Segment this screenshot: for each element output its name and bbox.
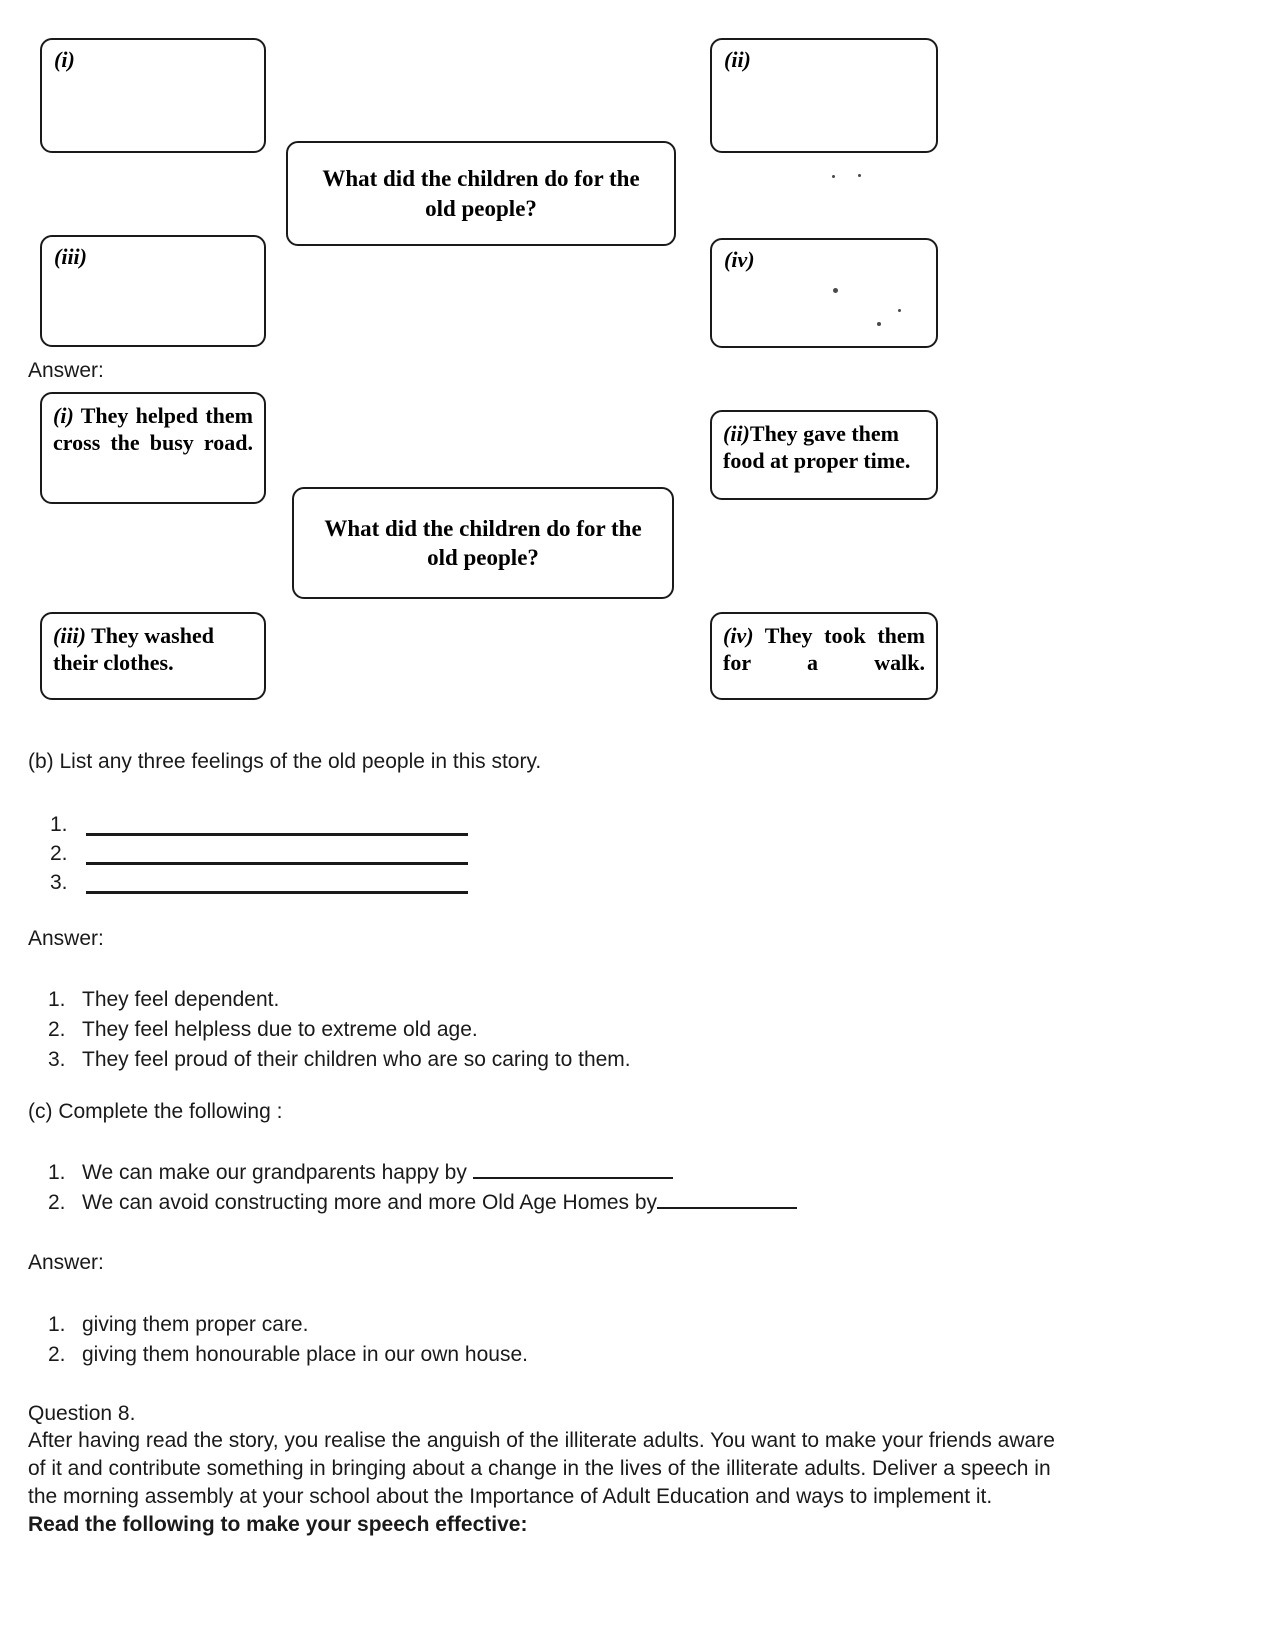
part-c-answer-list: 1. giving them proper care. 2. giving th…: [48, 1310, 528, 1370]
diagram-box-i-label: (i): [54, 47, 75, 72]
question-8-line-3: the morning assembly at your school abou…: [28, 1485, 993, 1508]
answer-center-question-box: What did the children do for the old peo…: [292, 487, 674, 599]
answer-box-iv-label: (iv): [723, 623, 754, 648]
answer-box-ii: (ii)They gave them food at proper time.: [710, 410, 938, 500]
part-b-answer-list: 1. They feel dependent. 2. They feel hel…: [48, 985, 631, 1074]
answer-box-iv: (iv) They took them for a walk.: [710, 612, 938, 700]
list-item-number: 2.: [48, 1342, 66, 1366]
scan-speck: [877, 322, 881, 326]
answer-box-iii-label: (iii): [53, 623, 86, 648]
diagram-box-iv: (iv): [710, 238, 938, 348]
diagram-box-ii-label: (ii): [724, 47, 751, 72]
blank-number-3: 3.: [50, 871, 68, 894]
part-b-answer-label: Answer:: [28, 927, 104, 950]
list-item-number: 2.: [48, 1017, 66, 1041]
list-item-text: We can make our grandparents happy by: [82, 1161, 467, 1184]
list-item-text: They feel dependent.: [82, 988, 280, 1011]
scan-speck: [858, 174, 861, 177]
answer-box-iii-text: They washed their clothes.: [53, 623, 214, 675]
list-item-text: giving them proper care.: [82, 1313, 309, 1336]
blank-rule-3[interactable]: [86, 891, 468, 894]
blank-number-1: 1.: [50, 813, 68, 836]
scan-speck: [833, 288, 838, 293]
list-item: 3. They feel proud of their children who…: [48, 1045, 631, 1075]
diagram-box-iv-label: (iv): [724, 247, 755, 272]
blank-rule-2[interactable]: [86, 862, 468, 865]
list-item: 1. We can make our grandparents happy by: [48, 1158, 797, 1188]
list-item-number: 1.: [48, 1313, 66, 1336]
list-item-text: They feel helpless due to extreme old ag…: [82, 1017, 478, 1041]
list-item: 2. giving them honourable place in our o…: [48, 1340, 528, 1370]
blank-rule-1[interactable]: [86, 833, 468, 836]
list-item: 2. They feel helpless due to extreme old…: [48, 1015, 631, 1045]
question-8-heading: Question 8.: [28, 1402, 136, 1425]
list-item-text: We can avoid constructing more and more …: [82, 1190, 658, 1214]
list-item-number: 2.: [48, 1190, 66, 1214]
question-8-line-1: After having read the story, you realise…: [28, 1429, 1055, 1452]
fill-in-blank-c2[interactable]: [657, 1193, 798, 1209]
answer-box-iii: (iii) They washed their clothes.: [40, 612, 266, 700]
blank-number-2: 2.: [50, 842, 68, 865]
answer-label-a: Answer:: [28, 359, 104, 382]
list-item: 1. giving them proper care.: [48, 1310, 528, 1340]
diagram-center-question-box: What did the children do for the old peo…: [286, 141, 676, 246]
part-c-answer-label: Answer:: [28, 1251, 104, 1274]
part-b-prompt: (b) List any three feelings of the old p…: [28, 750, 542, 773]
diagram-center-question-text: What did the children do for the old peo…: [322, 166, 640, 221]
list-item: 1. They feel dependent.: [48, 985, 631, 1015]
answer-box-iv-text: They took them for a walk.: [723, 623, 925, 675]
answer-center-question-text: What did the children do for the old peo…: [324, 515, 642, 570]
scan-speck: [898, 309, 901, 312]
scan-speck: [832, 175, 835, 178]
list-item: 2. We can avoid constructing more and mo…: [48, 1188, 798, 1218]
diagram-box-iii: (iii): [40, 235, 266, 347]
list-item-number: 1.: [48, 1161, 66, 1184]
diagram-box-i: (i): [40, 38, 266, 153]
part-c-prompt: (c) Complete the following :: [28, 1100, 283, 1123]
diagram-box-iii-label: (iii): [54, 244, 87, 269]
question-8-line-4-bold: Read the following to make your speech e…: [28, 1513, 528, 1536]
list-item-number: 3.: [48, 1047, 66, 1071]
question-8-line-2: of it and contribute something in bringi…: [28, 1457, 1051, 1480]
diagram-box-ii: (ii): [710, 38, 938, 153]
answer-box-i: (i) They helped them cross the busy road…: [40, 392, 266, 504]
answer-box-i-text: They helped them cross the busy road.: [53, 403, 253, 455]
list-item-number: 1.: [48, 988, 66, 1011]
list-item-text: giving them honourable place in our own …: [82, 1342, 528, 1366]
answer-box-i-label: (i): [53, 403, 74, 428]
list-item-text: They feel proud of their children who ar…: [82, 1047, 631, 1071]
part-c-question-list: 1. We can make our grandparents happy by…: [48, 1158, 798, 1218]
answer-box-ii-text: They gave them food at proper time.: [723, 421, 911, 473]
answer-box-ii-label: (ii): [723, 421, 750, 446]
fill-in-blank-c1[interactable]: [472, 1163, 673, 1179]
